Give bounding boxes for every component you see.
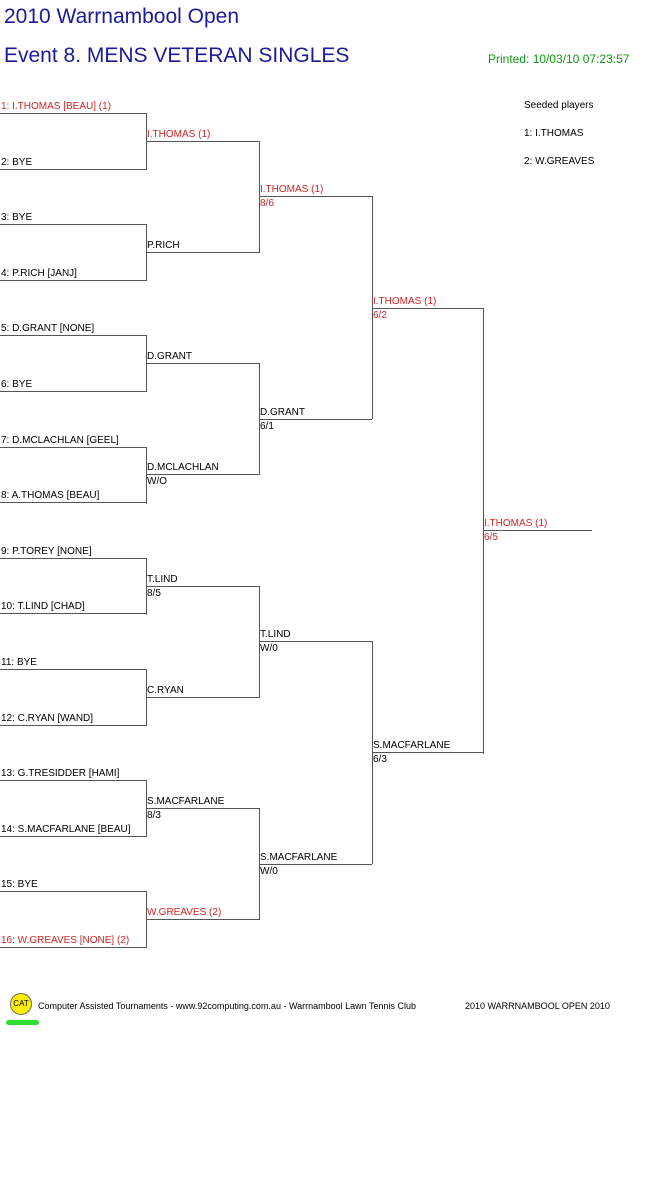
final-score: 6/5 <box>484 532 498 543</box>
bracket-connector <box>146 447 147 504</box>
first-round-entry: 6: BYE <box>1 379 33 390</box>
draw-line <box>0 725 146 726</box>
draw-line <box>0 780 146 781</box>
match-score: 6/3 <box>373 754 387 765</box>
printed-timestamp: Printed: 10/03/10 07:23:57 <box>488 52 630 66</box>
winner-line <box>259 864 372 865</box>
match-score: 6/2 <box>373 310 387 321</box>
winner-name: S.MACFARLANE <box>147 796 225 807</box>
draw-line <box>0 947 146 948</box>
match-score: W/0 <box>260 866 278 877</box>
match-score: W/0 <box>260 643 278 654</box>
first-round-entry: 2: BYE <box>1 157 33 168</box>
first-round-entry: 13: G.TRESIDDER [HAMI] <box>1 768 120 779</box>
winner-line <box>146 586 259 587</box>
winner-line <box>259 419 372 420</box>
match-score: 6/1 <box>260 421 274 432</box>
winner-line <box>146 808 259 809</box>
winner-name: I.THOMAS (1) <box>373 296 437 307</box>
draw-line <box>0 335 146 336</box>
winner-name: T.LIND <box>260 629 291 640</box>
draw-line <box>0 113 146 114</box>
first-round-entry: 12: C.RYAN [WAND] <box>1 713 94 724</box>
draw-line <box>0 224 146 225</box>
winner-name: P.RICH <box>147 240 180 251</box>
winner-name: S.MACFARLANE <box>260 852 338 863</box>
winner-line <box>146 141 259 142</box>
match-score: 8/6 <box>260 198 274 209</box>
winner-name: D.GRANT <box>147 351 192 362</box>
winner-line <box>146 252 259 253</box>
draw-line <box>0 502 146 503</box>
winner-line <box>146 919 259 920</box>
winner-line <box>372 752 483 753</box>
first-round-entry: 15: BYE <box>1 879 38 890</box>
winner-line <box>146 474 259 475</box>
draw-line <box>0 669 146 670</box>
champion-line <box>483 530 592 531</box>
tournament-title: 2010 Warrnambool Open <box>4 5 240 28</box>
match-score: 8/5 <box>147 588 161 599</box>
winner-line <box>146 697 259 698</box>
bracket-connector <box>372 196 373 419</box>
first-round-entry: 5: D.GRANT [NONE] <box>1 323 95 334</box>
first-round-entry: 14: S.MACFARLANE [BEAU] <box>1 824 131 835</box>
winner-line <box>259 641 372 642</box>
first-round-entry: 8: A.THOMAS [BEAU] <box>1 490 100 501</box>
winner-line <box>146 363 259 364</box>
winner-line <box>259 196 372 197</box>
winner-name: D.MCLACHLAN <box>147 462 219 473</box>
champion-name: I.THOMAS (1) <box>484 518 548 529</box>
winner-name: W.GREAVES (2) <box>147 907 222 918</box>
winner-name: I.THOMAS (1) <box>260 184 324 195</box>
draw-line <box>0 391 146 392</box>
match-score: 8/3 <box>147 810 161 821</box>
winner-name: I.THOMAS (1) <box>147 129 211 140</box>
first-round-entry: 3: BYE <box>1 212 33 223</box>
seeded-players-heading: Seeded players <box>524 100 594 111</box>
draw-line <box>0 836 146 837</box>
draw-line <box>0 613 146 614</box>
first-round-entry: 1: I.THOMAS [BEAU] (1) <box>1 101 112 112</box>
event-title: Event 8. MENS VETERAN SINGLES <box>4 44 350 67</box>
cat-logo: CAT <box>10 993 32 1015</box>
draw-line <box>0 280 146 281</box>
winner-name: T.LIND <box>147 574 178 585</box>
footer-event: 2010 WARRNAMBOOL OPEN 2010 <box>465 1001 610 1011</box>
first-round-entry: 9: P.TOREY [NONE] <box>1 546 92 557</box>
first-round-entry: 10: T.LIND [CHAD] <box>1 601 85 612</box>
first-round-entry: 11: BYE <box>1 657 37 668</box>
footer-credit: Computer Assisted Tournaments - www.92co… <box>38 1001 417 1011</box>
match-score: W/O <box>147 476 167 487</box>
winner-name: S.MACFARLANE <box>373 740 451 751</box>
bracket-connector <box>259 141 260 253</box>
first-round-entry: 4: P.RICH [JANJ] <box>1 268 77 279</box>
draw-line <box>0 169 146 170</box>
seed-entry: 2: W.GREAVES <box>524 156 595 167</box>
draw-line <box>0 558 146 559</box>
winner-line <box>372 308 483 309</box>
first-round-entry: 16: W.GREAVES [NONE] (2) <box>1 935 130 946</box>
winner-name: D.GRANT <box>260 407 305 418</box>
logo-underline <box>6 1020 39 1025</box>
draw-line <box>0 447 146 448</box>
bracket-connector <box>483 308 484 754</box>
winner-name: C.RYAN <box>147 685 184 696</box>
bracket-connector <box>259 586 260 698</box>
first-round-entry: 7: D.MCLACHLAN [GEEL] <box>1 435 119 446</box>
seed-entry: 1: I.THOMAS <box>524 128 584 139</box>
draw-line <box>0 891 146 892</box>
